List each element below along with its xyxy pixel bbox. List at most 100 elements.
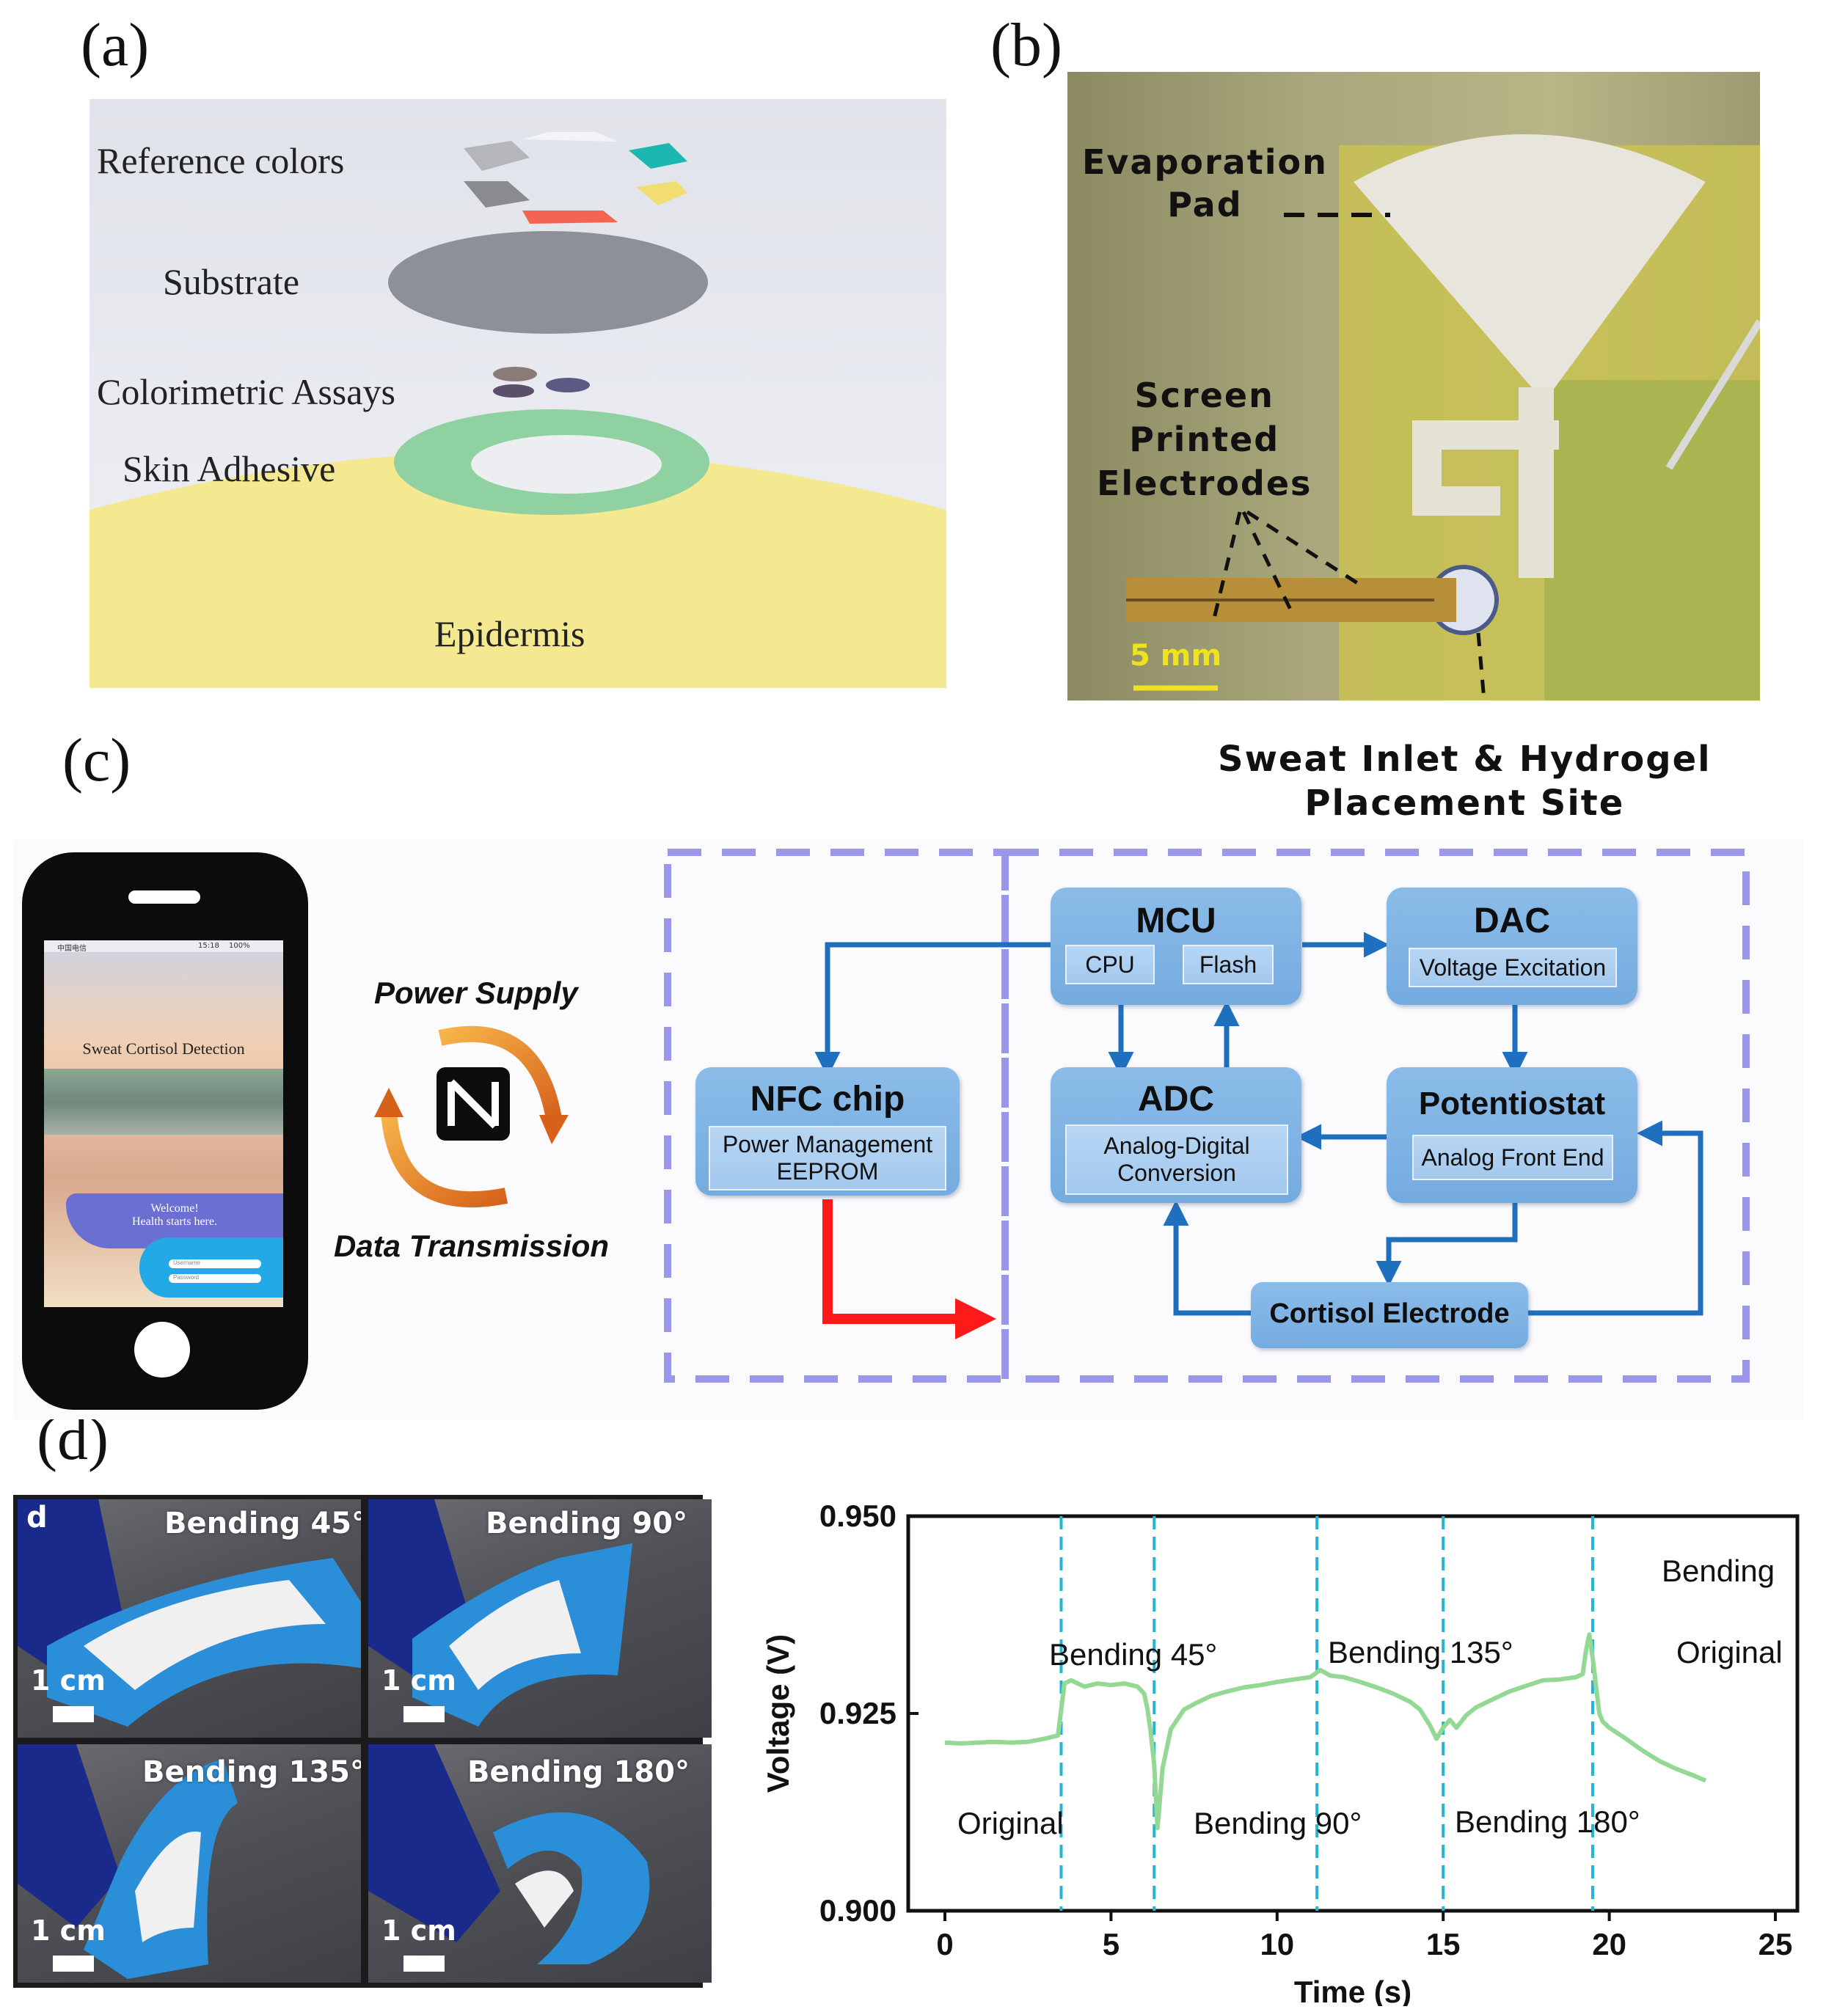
x-axis-title: Time (s) (1294, 1975, 1411, 2006)
home-button (134, 1322, 190, 1378)
dac-block: DAC Voltage Excitation (1387, 888, 1637, 1005)
annotation-bending-180: Bending 180° (1455, 1804, 1640, 1839)
nfc-block: NFC chip Power Management EEPROM (695, 1067, 960, 1196)
electrode-title: Cortisol Electrode (1269, 1298, 1510, 1329)
potentiostat-block: Potentiostat Analog Front End (1387, 1067, 1637, 1203)
scale-label: 1 cm (31, 1914, 106, 1947)
status-time: 15:18 (198, 942, 219, 950)
analog-front-end-box: Analog Front End (1412, 1135, 1613, 1180)
adc-title: ADC (1138, 1080, 1214, 1119)
scale-bar (403, 1956, 445, 1972)
arc-arrow (438, 1025, 562, 1120)
caption-bending-45: Bending 45° (164, 1507, 361, 1540)
x-tick-label: 5 (1103, 1927, 1120, 1961)
label-screen-printed-electrodes: Screen Printed Electrodes (1097, 376, 1312, 503)
scale-bar (53, 1706, 94, 1722)
exploded-layer-diagram: Reference colors Substrate Colorimetric … (90, 99, 946, 688)
annotation-original-left: Original (957, 1806, 1064, 1840)
caption-bending-180: Bending 180° (467, 1755, 690, 1789)
annotation-bending-135: Bending 135° (1328, 1635, 1513, 1669)
substrate-disk (388, 231, 708, 334)
eeprom-text: EEPROM (776, 1158, 879, 1185)
panel-label-c: (c) (62, 726, 131, 794)
status-battery: 100% (229, 942, 250, 950)
scale-bar (403, 1706, 445, 1722)
nfc-exchange-graphic (374, 1025, 569, 1208)
y-axis-title: Voltage (V) (761, 1634, 795, 1793)
status-bar: 中国电信 15:18 100% (44, 940, 283, 953)
assay-dot (493, 384, 534, 398)
assay-dot (546, 378, 590, 392)
login-card: Username Password (139, 1237, 283, 1298)
layer-illustration (90, 132, 946, 688)
bending-illustration (368, 1744, 650, 1964)
label-substrate: Substrate (163, 261, 300, 302)
app-title: Sweat Cortisol Detection (82, 1039, 245, 1058)
caption-bending-90: Bending 90° (486, 1507, 688, 1540)
photo-bending-90: Bending 90° 1 cm (368, 1499, 712, 1738)
annotation-original-right: Original (1676, 1635, 1783, 1669)
x-tick-label: 10 (1260, 1927, 1294, 1961)
label-reference-colors: Reference colors (97, 140, 345, 181)
bending-illustration (18, 1499, 361, 1727)
carrier-text: 中国电信 (57, 945, 87, 953)
photo-bending-135: Bending 135° 1 cm (18, 1744, 361, 1983)
voltage-excitation-box: Voltage Excitation (1409, 948, 1617, 987)
scale-bar-label: 5 mm (1130, 639, 1222, 673)
analog-digital-text: Analog-Digital (1103, 1133, 1250, 1160)
panel-label-b: (b) (990, 11, 1062, 79)
y-tick-label: 0.900 (819, 1893, 896, 1928)
label-evaporation-pad: Evaporation Pad (1082, 142, 1328, 224)
corner-letter: d (26, 1501, 48, 1534)
potentiostat-title: Potentiostat (1418, 1086, 1606, 1122)
welcome-text: Welcome! (150, 1202, 199, 1215)
mcu-block: MCU CPU Flash (1051, 888, 1301, 1005)
assay-dot (493, 367, 537, 381)
bending-photo-grid: Bending 45° 1 cm d Bending 90° 1 cm Bend… (13, 1495, 712, 1988)
nfc-title: NFC chip (750, 1080, 905, 1119)
voltage-series-line (944, 1632, 1707, 1830)
tweezers (1665, 319, 1760, 470)
password-field[interactable]: Password (169, 1274, 261, 1283)
speaker-grille (128, 890, 200, 904)
tagline-text: Health starts here. (132, 1215, 217, 1228)
device-photo: Evaporation Pad Screen Printed Electrode… (1067, 72, 1760, 700)
nfc-domain-border (664, 849, 1009, 1383)
x-tick-label: 20 (1592, 1927, 1626, 1961)
photo-bending-45: Bending 45° 1 cm d (18, 1499, 361, 1738)
label-colorimetric-assays: Colorimetric Assays (97, 371, 395, 412)
annotation-bending-90: Bending 90° (1194, 1806, 1362, 1840)
cpu-box: CPU (1065, 945, 1155, 984)
label-sweat-inlet-site: Sweat Inlet & Hydrogel Placement Site (1218, 739, 1712, 824)
power-management-box: Power Management EEPROM (709, 1126, 946, 1190)
x-tick-label: 0 (936, 1927, 953, 1961)
bending-illustration (368, 1499, 632, 1727)
smartphone: 中国电信 15:18 100% Sweat Cortisol Detection… (22, 852, 308, 1410)
sensor-domain-border (1001, 849, 1750, 1383)
bending-markers (1059, 1516, 1594, 1911)
scale-bar (53, 1956, 94, 1972)
label-epidermis: Epidermis (434, 613, 585, 654)
bending-illustration (18, 1744, 238, 1979)
scale-label: 1 cm (381, 1664, 456, 1697)
label-data-transmission: Data Transmission (334, 1229, 610, 1263)
adhesive-hole (471, 435, 662, 494)
arc-arrow (381, 1111, 508, 1208)
device-illustration (1126, 134, 1760, 700)
username-field[interactable]: Username (169, 1259, 261, 1268)
scale-label: 1 cm (381, 1914, 456, 1947)
annotation-bending-45: Bending 45° (1049, 1637, 1217, 1672)
y-tick-label: 0.950 (819, 1499, 896, 1533)
phone-screen: 中国电信 15:18 100% Sweat Cortisol Detection… (44, 940, 283, 1307)
photo-bending-180: Bending 180° 1 cm (368, 1744, 712, 1983)
evaporation-pad (1354, 134, 1706, 402)
reference-color-wheel (464, 132, 687, 224)
campus-skyline (44, 1069, 283, 1135)
scale-label: 1 cm (31, 1664, 106, 1697)
label-power-supply: Power Supply (374, 976, 578, 1010)
panel-label-a: (a) (81, 11, 150, 79)
